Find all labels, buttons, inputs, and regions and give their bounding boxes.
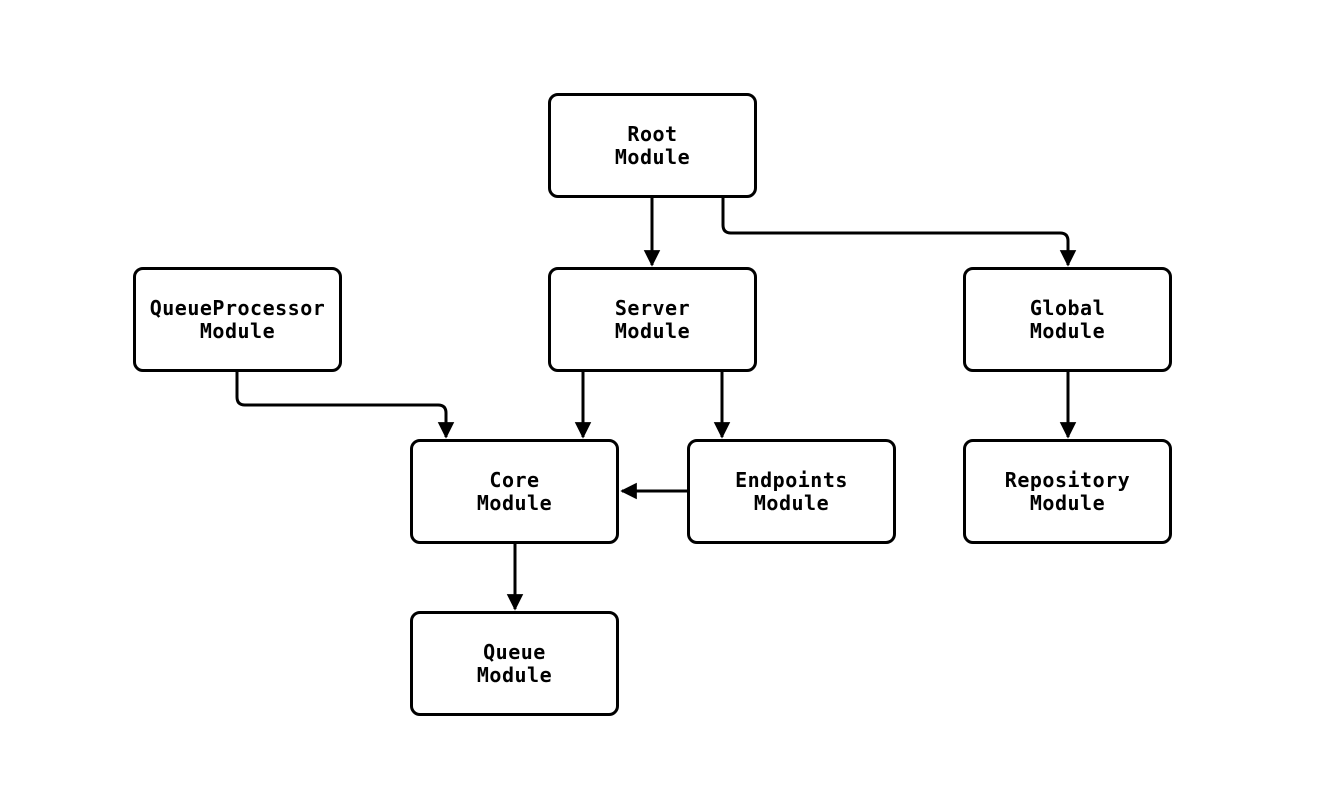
node-core-module: Core Module: [410, 439, 619, 544]
node-queueprocessor-module: QueueProcessor Module: [133, 267, 342, 372]
node-global-module: Global Module: [963, 267, 1172, 372]
node-root-module: Root Module: [548, 93, 757, 198]
node-queue-module: Queue Module: [410, 611, 619, 716]
edge-root-to-global: [721, 198, 1077, 267]
edge-queueprocessor-to-core: [235, 372, 455, 439]
node-endpoints-module: Endpoints Module: [687, 439, 896, 544]
node-server-module: Server Module: [548, 267, 757, 372]
node-repository-module: Repository Module: [963, 439, 1172, 544]
